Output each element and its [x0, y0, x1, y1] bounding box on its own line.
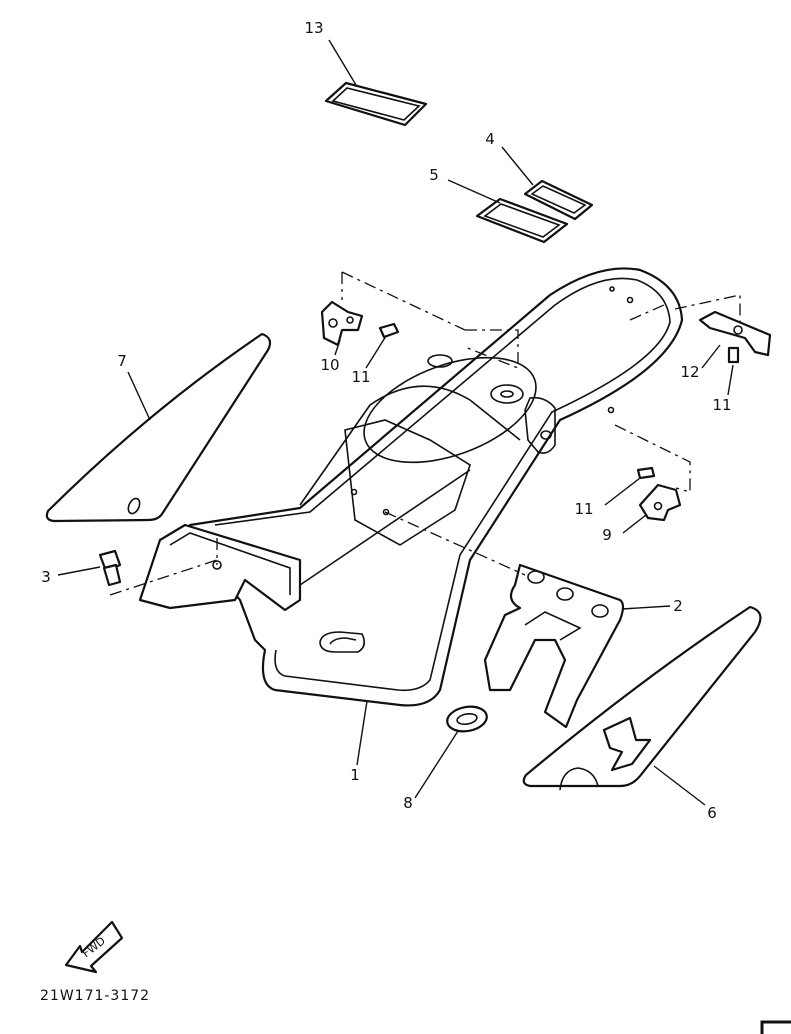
callout-3: 3	[41, 568, 51, 586]
callout-10: 10	[320, 356, 339, 374]
callout-9: 9	[602, 526, 612, 544]
part-4-emblem	[523, 179, 594, 221]
part-9-bracket	[638, 483, 682, 522]
part-5-emblem-base	[475, 197, 569, 244]
callout-13: 13	[304, 19, 323, 37]
callout-4: 4	[485, 130, 495, 148]
part-8-grommet	[446, 705, 488, 733]
part-12-bracket	[698, 310, 772, 357]
callout-2: 2	[673, 597, 683, 615]
callout-5: 5	[429, 166, 439, 184]
part-11-collar-a	[378, 322, 400, 339]
callout-6: 6	[707, 804, 717, 822]
frame-corner	[760, 1020, 791, 1034]
part-7-left-graphic	[45, 332, 272, 523]
part-2-inner-flap	[483, 563, 625, 729]
callouts: 13 4 5 7 10 11 12 11 3 11 9 2 1 8 6	[41, 19, 731, 822]
leader-lines	[57, 39, 734, 806]
part-13-plate	[324, 81, 428, 127]
fwd-arrow-icon: FWD	[64, 920, 124, 974]
callout-8: 8	[403, 794, 413, 812]
part-3-bolt	[98, 549, 122, 587]
drawing-code: 21W171-3172	[40, 988, 150, 1004]
callout-7: 7	[117, 352, 127, 370]
part-11-collar-b	[727, 346, 740, 364]
part-1-rear-fender	[138, 267, 684, 707]
assembly-lines	[109, 271, 741, 596]
callout-11-a: 11	[351, 368, 370, 386]
part-11-collar-c	[636, 466, 656, 480]
part-6-right-graphic	[522, 605, 762, 791]
part-10-bracket	[320, 300, 364, 347]
callout-11-c: 11	[574, 500, 593, 518]
callout-1: 1	[350, 766, 360, 784]
callout-12: 12	[680, 363, 699, 381]
callout-11-b: 11	[712, 396, 731, 414]
